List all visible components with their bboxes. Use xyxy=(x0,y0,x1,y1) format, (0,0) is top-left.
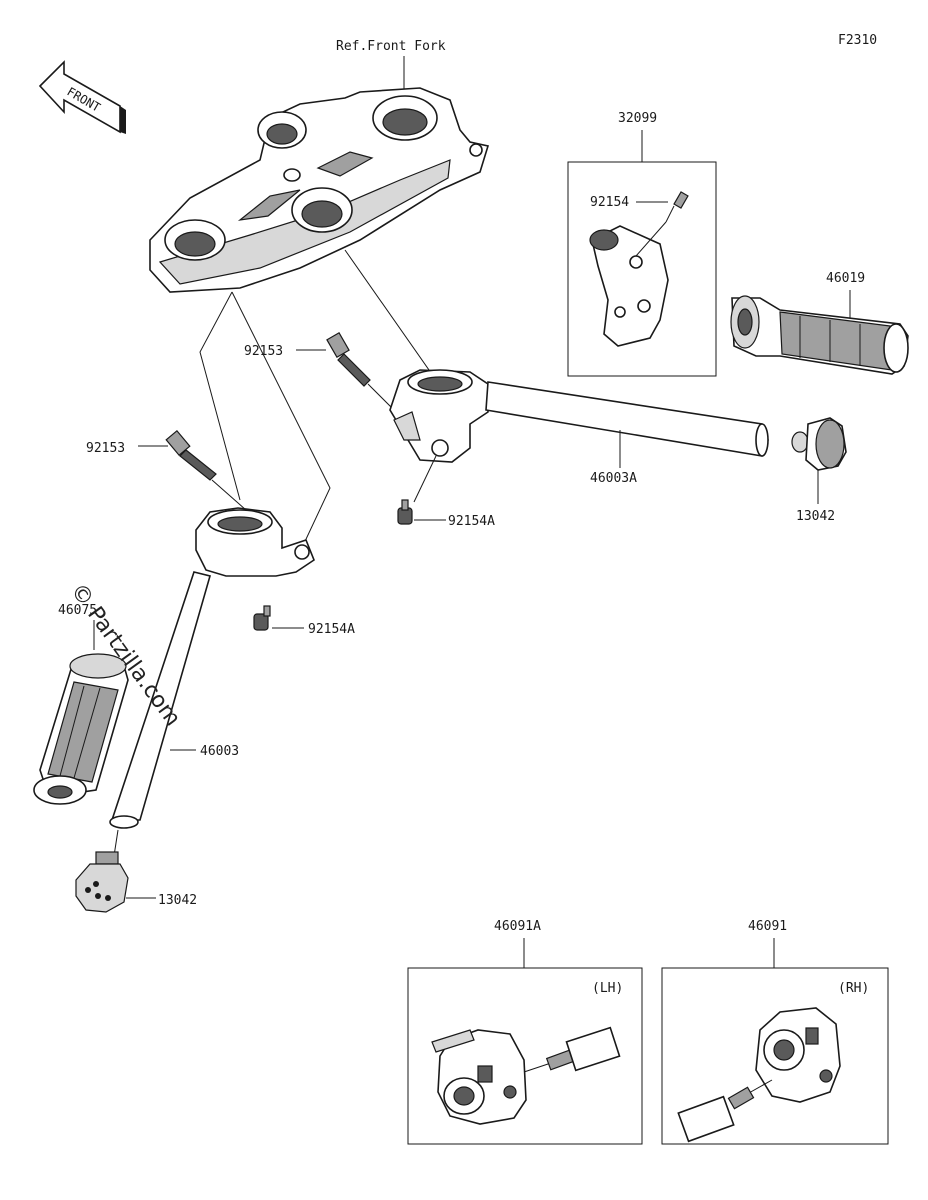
bolt-92153-lower xyxy=(165,429,217,481)
left-grip-46075 xyxy=(33,653,129,805)
label-46091: 46091 xyxy=(748,919,787,934)
right-handlebar-tube-46003A xyxy=(485,381,769,457)
box-46091 xyxy=(661,967,889,1145)
label-92154A-left: 92154A xyxy=(308,622,355,637)
label-13042-right: 13042 xyxy=(796,509,835,524)
label-46075: 46075 xyxy=(58,603,97,618)
label-92153-upper: 92153 xyxy=(244,344,283,359)
front-arrow-icon: FRONT xyxy=(38,60,126,134)
screw-92154A-left xyxy=(253,605,271,631)
label-92154A-right: 92154A xyxy=(448,514,495,529)
throttle-housing-32099 xyxy=(589,221,669,347)
ref-front-fork-label: Ref.Front Fork xyxy=(336,39,446,54)
label-46091A: 46091A xyxy=(494,919,541,934)
side-lh: (LH) xyxy=(592,981,623,996)
right-handlebar-clamp xyxy=(389,369,489,463)
leader-left-clamp xyxy=(199,291,241,501)
bar-end-13042-right xyxy=(791,417,847,471)
figure-id: F2310 xyxy=(838,33,877,48)
label-46019: 46019 xyxy=(826,271,865,286)
left-handlebar-clamp xyxy=(195,507,315,577)
screw-92154A-right xyxy=(397,499,413,525)
box-46091A xyxy=(407,967,643,1145)
side-rh: (RH) xyxy=(838,981,869,996)
box-32099 xyxy=(567,161,717,377)
left-handlebar-tube-46003 xyxy=(109,571,211,829)
upper-triple-clamp xyxy=(149,87,490,293)
bolt-92153-upper xyxy=(326,332,371,387)
screw-92154 xyxy=(665,191,689,223)
right-switch-housing xyxy=(677,1007,841,1143)
label-46003: 46003 xyxy=(200,744,239,759)
left-switch-housing xyxy=(431,1026,621,1125)
leader-left-clamp-bolt xyxy=(231,291,331,553)
right-grip-46019 xyxy=(730,295,909,375)
bar-end-13042-left xyxy=(75,851,129,913)
label-92154: 92154 xyxy=(590,195,629,210)
label-46003A: 46003A xyxy=(590,471,637,486)
label-32099: 32099 xyxy=(618,111,657,126)
label-92153-lower: 92153 xyxy=(86,441,125,456)
label-13042-left: 13042 xyxy=(158,893,197,908)
